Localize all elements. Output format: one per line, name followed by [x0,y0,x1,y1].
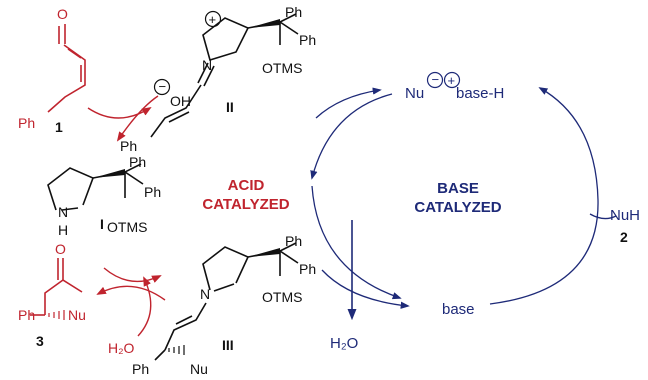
catalyst-ph1: Ph [129,154,146,170]
red-arrow-water-in [137,276,152,337]
compound-1-ph: Ph [18,115,35,131]
compound-1-o: O [57,6,68,22]
iminium-ph2: Ph [299,32,316,48]
iminium-ring [202,17,250,62]
base-plus-circle [443,71,461,89]
enamine-numeral: III [222,337,234,353]
iminium-n: N [202,57,212,73]
iminium-numeral: II [226,99,234,115]
blue-arrow-top-left-outer [310,93,393,180]
iminium-otms: OTMS [262,60,302,76]
base-plus: + [448,73,456,88]
compound-1-carbonyl-double [67,48,82,59]
iminium-c-ph2 [279,21,299,35]
blue-arrow-bottom-left-outer [311,185,402,300]
enamine-nu: Nu [190,361,208,377]
catalyst-c-ph1 [124,163,142,173]
enamine-ph-bond [154,349,166,361]
iminium-ph1: Ph [285,4,302,20]
base-cycle-arrows [310,87,617,309]
red-arrow-catalyst-return [103,267,162,283]
blue-arrow-right-cycle [489,87,599,305]
nuh-label: NuH [610,207,640,224]
catalyst-ring-n-bond [61,207,79,211]
enamine-ph: Ph [132,361,149,377]
enamine-ring-n [213,283,235,292]
compound-3-ph: Ph [18,307,35,323]
base-h-label: base-H [456,85,504,102]
base-title-line1: BASE [437,180,479,197]
compound-1-chain [47,44,86,113]
iminium-oh: OH [170,93,191,109]
blue-arrow-top-left-inner [315,87,382,119]
iminium-plus: + [209,12,217,27]
catalyst-ring [47,167,95,211]
base-label: base [442,301,475,318]
red-arrow-1-to-II [87,106,152,119]
compound-1-number: 1 [55,119,63,135]
compound-3-carbonyl-chain [62,258,83,293]
catalyst-otms: OTMS [107,219,147,235]
acid-title-line1: ACID [228,177,265,194]
acid-title-line2: CATALYZED [202,196,289,213]
iminium-c-ph1 [279,13,297,23]
enamine-ph1: Ph [285,233,302,249]
iminium-plus-circle [204,10,222,28]
hydroxide-minus-circle [153,78,171,96]
nuh-number: 2 [620,229,628,245]
nu-anion-label: Nu [405,85,424,102]
catalyst-numeral: I [100,216,104,232]
enamine-c-ph1 [279,242,297,252]
water-out-label: H₂O [330,335,358,352]
catalyst-ph2: Ph [144,184,161,200]
enamine-chain-double [175,315,193,325]
iminium-chain-double [168,111,190,123]
enamine-wedge [248,248,280,257]
iminium-cn-double-2 [203,65,215,87]
enamine-ph2: Ph [299,261,316,277]
compound-3 [30,258,83,316]
compound-3-o: O [55,241,66,257]
catalyst-wedge [93,169,125,178]
iminium-chain-ph: Ph [120,138,137,154]
blue-arrow-bottom-left-inner [321,269,410,309]
water-in-label: H₂O [108,340,135,356]
catalyst-c-ph2 [124,171,144,185]
compound-3-nu: Nu [68,307,86,323]
nu-minus-circle [426,71,444,89]
iminium-wedge [248,19,280,28]
catalyst-h: H [58,222,68,238]
base-title-line2: CATALYZED [414,199,501,216]
nu-minus: − [432,72,440,87]
enamine-c-ph2 [279,250,299,264]
compound-3-backbone [44,279,64,315]
compound-3-number: 3 [36,333,44,349]
enamine-chain [164,302,207,351]
red-arrow-III-to-3 [96,285,166,301]
enamine-ring [202,246,250,291]
red-arrow-water-release [116,95,159,142]
compound-1 [47,24,86,113]
enamine-otms: OTMS [262,289,302,305]
enamine-hash [168,345,185,355]
enamine-n: N [200,286,210,302]
hydroxide-minus: − [159,79,167,94]
blue-nuh-entry [589,213,617,220]
iminium-cn-double-1 [197,62,209,84]
catalyst-n: N [58,204,68,220]
compound-3-hash [48,310,65,320]
iminium-chain [150,84,202,138]
